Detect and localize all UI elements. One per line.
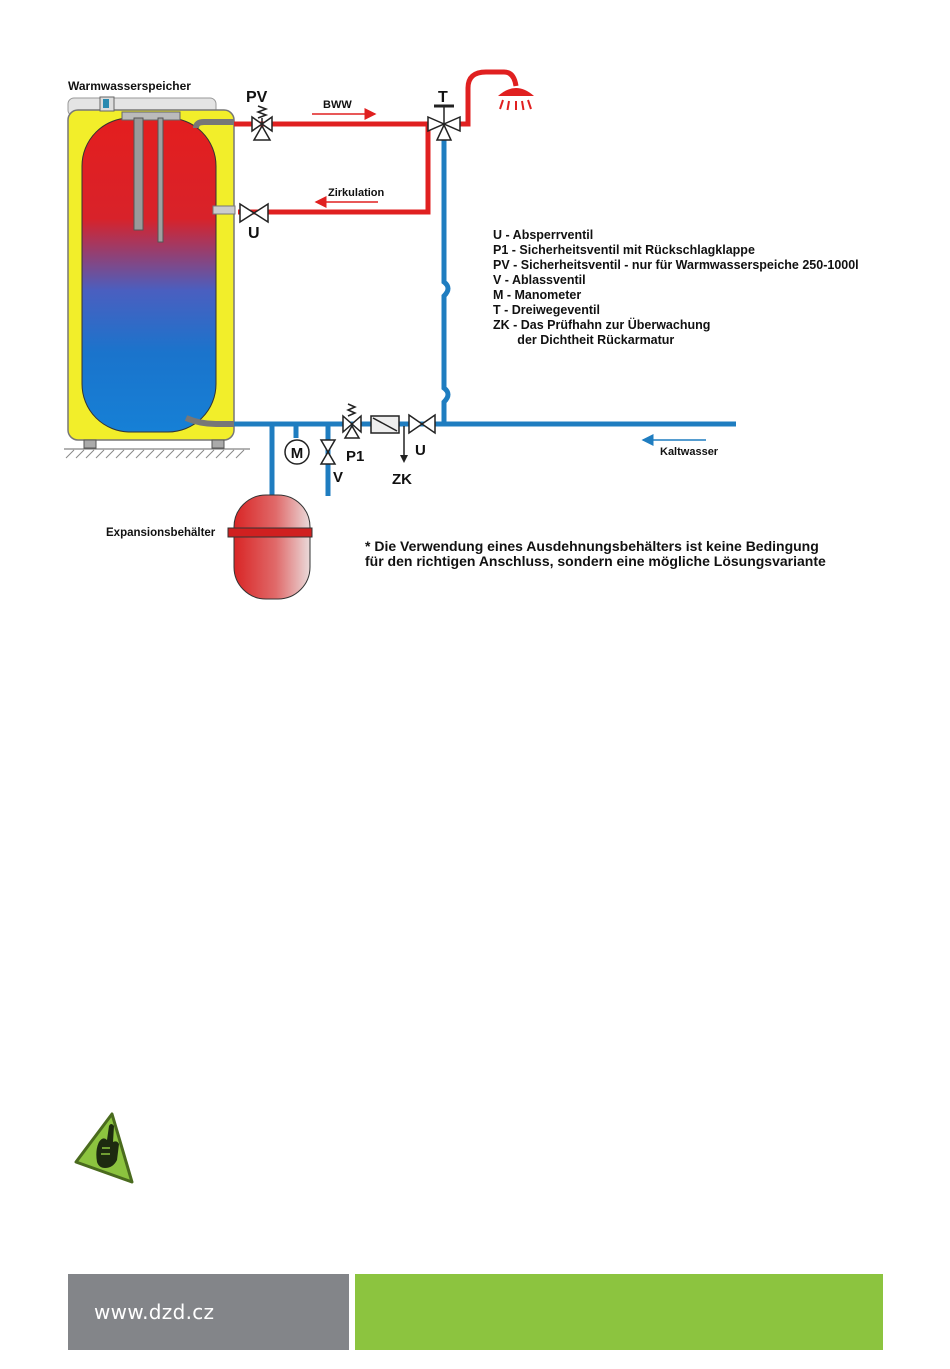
bww-label: BWW <box>323 99 352 111</box>
pv-label: PV <box>246 89 268 106</box>
legend-line: P1 - Sicherheitsventil mit Rückschlagkla… <box>493 243 755 257</box>
footnote-line: für den richtigen Anschluss, sondern ein… <box>365 553 826 569</box>
u-bottom-label: U <box>415 442 426 459</box>
legend-line: M - Manometer <box>493 288 582 302</box>
footer-green-panel <box>355 1274 883 1350</box>
p1-valve-icon <box>342 403 362 439</box>
v-valve-icon <box>319 439 337 465</box>
zirkulation-label: Zirkulation <box>328 187 385 199</box>
zk-label: ZK <box>392 471 412 488</box>
legend-line: ZK - Das Prüfhahn zur Überwachung <box>493 318 711 332</box>
storage-label: Warmwasserspeicher <box>68 79 191 93</box>
t-label: T <box>438 89 448 106</box>
heating-diagram: Warmwasserspeicher BWW Zirkulation Kaltw… <box>64 69 736 600</box>
t-valve-icon <box>427 104 461 141</box>
legend-line: V - Ablassventil <box>493 273 586 287</box>
u-top-label: U <box>248 225 260 242</box>
legend-line: der Dichtheit Rückarmatur <box>493 333 675 347</box>
v-label: V <box>333 469 343 486</box>
storage-tank <box>64 96 250 459</box>
expansion-label: Expansionsbehälter <box>106 527 216 539</box>
footer-gray-panel: www.dzd.cz <box>68 1274 349 1350</box>
m-label: M <box>291 445 304 462</box>
u-valve-top-icon <box>239 202 269 224</box>
footnote-line: * Die Verwendung eines Ausdehnungsbehält… <box>365 538 819 554</box>
legend-line: T - Dreiwegeventil <box>493 303 600 317</box>
legend-line: PV - Sicherheitsventil - nur für Warmwas… <box>493 258 859 272</box>
p1-label: P1 <box>346 448 364 465</box>
manometer-icon: M <box>284 439 310 465</box>
expansion-vessel <box>227 494 313 600</box>
pv-valve-icon <box>251 105 273 141</box>
zk-arrow-icon <box>400 426 408 463</box>
legend-line: U - Absperrventil <box>493 228 594 242</box>
website-link[interactable]: www.dzd.cz <box>94 1300 215 1324</box>
check-valve-icon <box>370 415 400 434</box>
kaltwasser-label: Kaltwasser <box>660 446 719 458</box>
shower-icon <box>498 88 534 111</box>
hand-rock-icon <box>74 1112 134 1184</box>
u-valve-bottom-icon <box>408 413 436 435</box>
